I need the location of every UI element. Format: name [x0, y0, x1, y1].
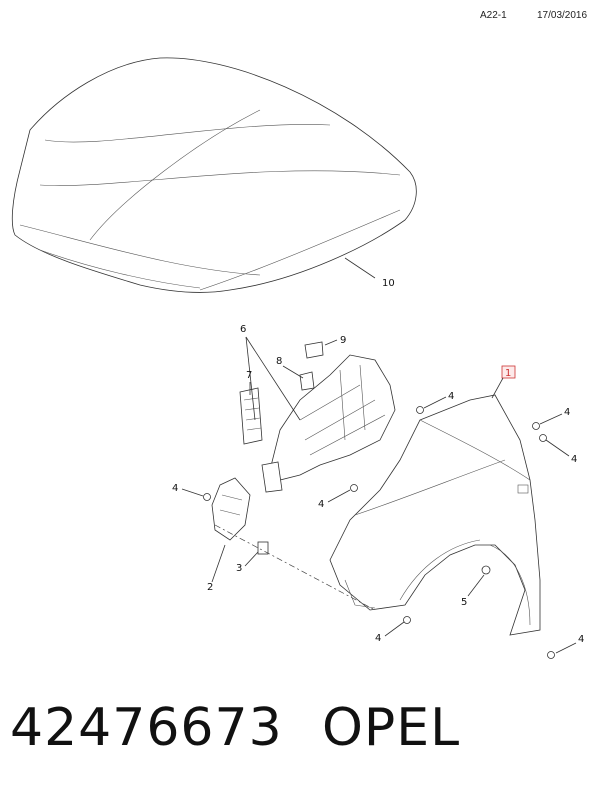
callout-bolt-1: 4 [448, 391, 454, 402]
bolt-callouts: 4 4 4 4 4 4 4 [172, 391, 584, 659]
parts-diagram: 10 6 7 8 9 1 2 3 5 [11, 57, 584, 659]
hood-illustration [11, 57, 417, 293]
callout-bolt-3: 4 [571, 454, 577, 465]
liner-illustration [211, 477, 269, 555]
fender-callout-box [501, 365, 516, 379]
callout-retainer: 8 [276, 356, 282, 367]
callout-bolt-7: 4 [578, 634, 584, 645]
callout-clip-top: 9 [340, 335, 346, 346]
nut-part [481, 565, 491, 575]
apron-bracket-illustration [239, 341, 396, 493]
callout-bolt-2: 4 [564, 407, 570, 418]
brand-name: OPEL [322, 698, 461, 758]
callout-bolt-6: 4 [375, 633, 381, 644]
callout-hood: 10 [382, 278, 395, 289]
fender-illustration [329, 394, 541, 636]
callout-bracket: 6 [240, 324, 246, 335]
diagram-date: 17/03/2016 [537, 10, 588, 21]
callout-seal: 7 [246, 370, 252, 381]
callout-liner: 2 [207, 582, 213, 593]
callout-fender: 1 [505, 368, 511, 379]
diagram-code: A22-1 [480, 10, 507, 21]
part-number: 42476673 [10, 698, 283, 758]
clip-part [257, 541, 269, 555]
callout-clip: 3 [236, 563, 242, 574]
callout-bolt-5: 4 [318, 499, 324, 510]
callout-bolt-4: 4 [172, 483, 178, 494]
callout-nut: 5 [461, 597, 467, 608]
